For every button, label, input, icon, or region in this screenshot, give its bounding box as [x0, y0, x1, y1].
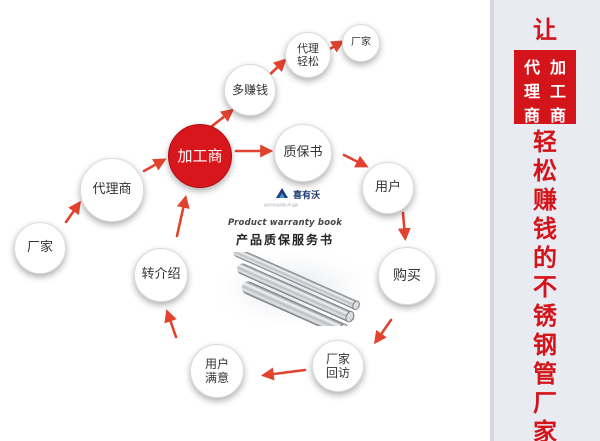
node-jiagongshang: 加工商 [168, 124, 232, 188]
node-yonghu: 用户 [362, 162, 414, 214]
node-daili-qingsong: 代理 轻松 [285, 32, 331, 78]
slogan-highlight-box: 代 加 理 工 商 商 [514, 50, 576, 125]
slogan-bottom: 轻 松 赚 钱 的 不 锈 钢 管 厂 家 [533, 128, 557, 441]
node-duozhuanqian: 多赚钱 [224, 64, 276, 116]
node-yonghu-manyi: 用户 满意 [190, 344, 244, 398]
arrow-zhibaoshu-to-yonghu [342, 153, 369, 168]
warranty-book-card: 喜有沃 喜有沃管业有限公司·品牌 Product warranty book 产… [212, 186, 372, 326]
steel-pipes-image [218, 252, 368, 326]
brand-row: 喜有沃 [274, 186, 320, 202]
brand-name: 喜有沃 [293, 190, 321, 201]
flow-diagram: 厂家 代理商 加工商 多赚钱 代理 轻松 厂家 质保书 用户 购买 厂家 回访 … [14, 24, 436, 398]
side-panel-stripe [490, 0, 494, 441]
arrow-yonghu-to-goumai [397, 211, 411, 242]
brand-tagline: 喜有沃管业有限公司·品牌 [264, 203, 298, 207]
node-zhibaoshu: 质保书 [274, 124, 332, 182]
node-dailishang: 代理商 [80, 158, 144, 222]
arrow-huifang-to-yonghu-manyi [260, 367, 307, 381]
brand-logo-icon [276, 188, 288, 198]
node-changjia-start: 厂家 [14, 222, 66, 274]
warranty-title-cn: 产品质保服务书 [236, 233, 335, 247]
arrow-goumai-to-huifang [374, 318, 393, 345]
node-changjia-huifang: 厂家 回访 [312, 340, 364, 392]
arrow-dailishang-to-jiagongshang [142, 158, 167, 173]
arrow-changjia-to-dailishang [64, 200, 81, 224]
slogan-top: 让 [533, 16, 557, 44]
side-slogan-panel: 让 代 加 理 工 商 商 轻 松 赚 钱 的 不 锈 钢 管 厂 家 [490, 0, 600, 441]
warranty-title-en: Product warranty book [228, 218, 343, 228]
arrow-yonghu-manyi-to-zhuanjieshao [164, 309, 178, 339]
arrow-zhuanjieshao-to-jiagongshang [175, 194, 190, 238]
node-zhuanjieshao: 转介绍 [134, 248, 188, 302]
node-goumai: 购买 [378, 247, 436, 305]
node-changjia-top: 厂家 [342, 24, 380, 62]
